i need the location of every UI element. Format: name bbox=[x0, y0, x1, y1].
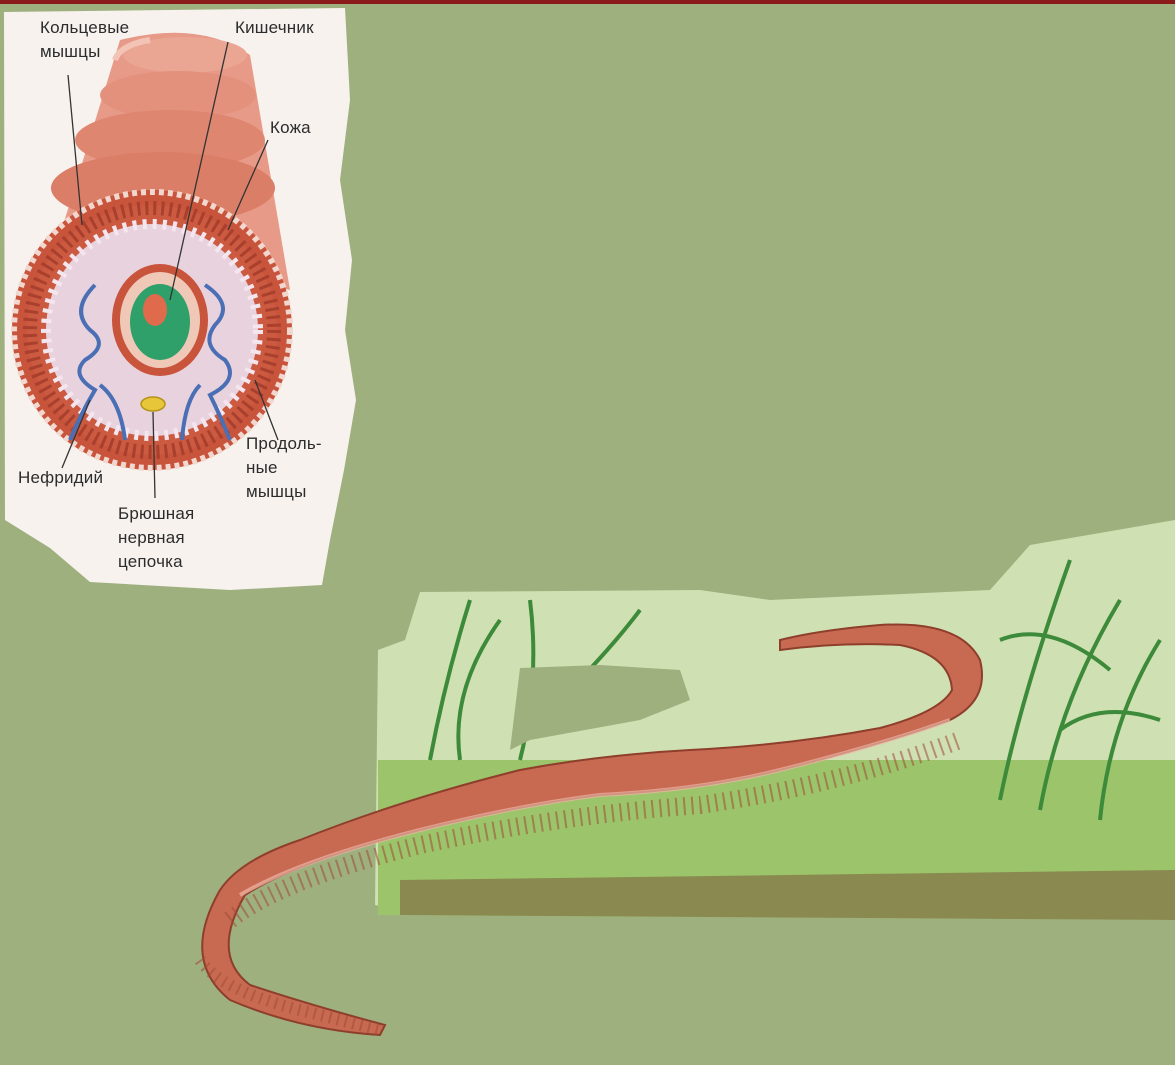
earthworm-illustration bbox=[0, 0, 1175, 1065]
slide-canvas: Кольцевые мышцы Кишечник Кожа Нефридий П… bbox=[0, 0, 1175, 1065]
